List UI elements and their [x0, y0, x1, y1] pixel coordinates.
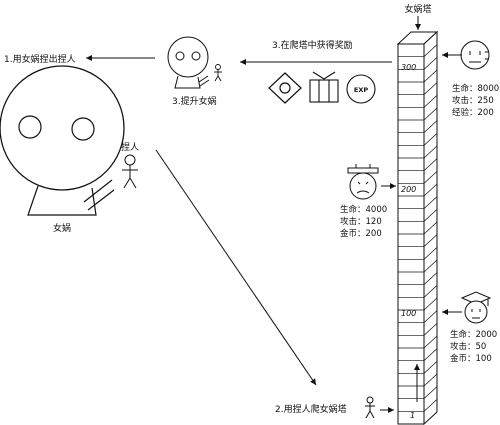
step2-label: 2.用捏人爬女娲塔 — [275, 403, 347, 415]
nuwa-figure — [0, 65, 125, 216]
helmet-monster-icon — [347, 164, 379, 200]
floor-label-300: 300 — [401, 63, 416, 72]
tower-side-line — [423, 145, 438, 159]
pinren-label: 捏人 — [121, 141, 139, 153]
tower-side-line — [423, 221, 438, 235]
tower-side-line — [423, 82, 438, 95]
tower-side-line — [423, 107, 438, 121]
treasure-chest-icon — [309, 71, 339, 103]
floor-label-1: 1 — [410, 411, 415, 420]
gem-icon — [268, 72, 302, 104]
floor-label-200: 200 — [401, 185, 416, 194]
svg-text:生命：2000: 生命：2000 — [450, 329, 497, 340]
tower-side-line — [423, 234, 438, 247]
climber-figure — [365, 396, 375, 419]
graduate-monster-icon — [460, 291, 492, 324]
step4-label: 3.提升女娲 — [172, 95, 217, 107]
tower-side-line — [423, 348, 438, 361]
svg-text:经验：200: 经验：200 — [452, 107, 494, 118]
nuwa-label: 女娲 — [53, 222, 71, 234]
svg-text:EXP: EXP — [354, 86, 368, 94]
step1-label: 1.用女娲捏出捏人 — [4, 53, 76, 65]
low-monster-stats: 生命：2000 攻击：50 金币：100 — [450, 329, 497, 364]
tower-side-line — [423, 183, 438, 197]
svg-text:生命：4000: 生命：4000 — [340, 204, 387, 215]
svg-text:攻击：50: 攻击：50 — [450, 341, 486, 352]
tower-side-line — [423, 399, 438, 412]
tower-side-line — [423, 95, 438, 108]
floor-label-100: 100 — [401, 309, 416, 318]
step3-label: 3.在爬塔中获得奖励 — [272, 39, 353, 51]
tower-side-line — [423, 209, 438, 222]
svg-text:金币：100: 金币：100 — [450, 353, 492, 364]
exp-icon: EXP — [346, 74, 376, 104]
tower-side-line — [423, 361, 438, 374]
boss-stats: 生命：8000 攻击：250 经验：200 — [452, 83, 499, 118]
tower-side-line — [423, 259, 438, 273]
tower-side-line — [423, 171, 438, 184]
tower-side-line — [423, 133, 438, 146]
step2-arrow — [155, 149, 317, 386]
nuwa-tower — [396, 30, 439, 425]
improved-nuwa-figure — [167, 36, 210, 89]
tower-side-line — [423, 120, 438, 133]
svg-text:金币：200: 金币：200 — [340, 228, 382, 239]
boss-monster-icon — [460, 40, 490, 70]
tower-side-line — [423, 196, 438, 209]
tower-side-line — [423, 297, 438, 311]
svg-text:生命：8000: 生命：8000 — [452, 83, 499, 94]
improved-nuwa-pinren — [214, 64, 222, 82]
pinren-figure — [122, 154, 138, 189]
tower-side-line — [423, 373, 438, 387]
tower-side-line — [423, 310, 438, 323]
mid-monster-stats: 生命：4000 攻击：120 金币：200 — [340, 204, 387, 239]
tower-side-line — [423, 158, 438, 171]
svg-text:攻击：250: 攻击：250 — [452, 95, 494, 106]
tower-side-line — [423, 44, 438, 57]
tower-side-line — [423, 285, 438, 298]
tower-side-line — [423, 69, 438, 83]
tower-side-line — [423, 335, 438, 349]
tower-side-line — [423, 323, 438, 336]
tower-side-line — [423, 57, 438, 70]
tower-side-line — [423, 386, 438, 399]
svg-text:攻击：120: 攻击：120 — [340, 216, 382, 227]
tower-side-line — [423, 272, 438, 285]
tower-side-line — [423, 247, 438, 260]
tower-title: 女娲塔 — [404, 3, 431, 15]
